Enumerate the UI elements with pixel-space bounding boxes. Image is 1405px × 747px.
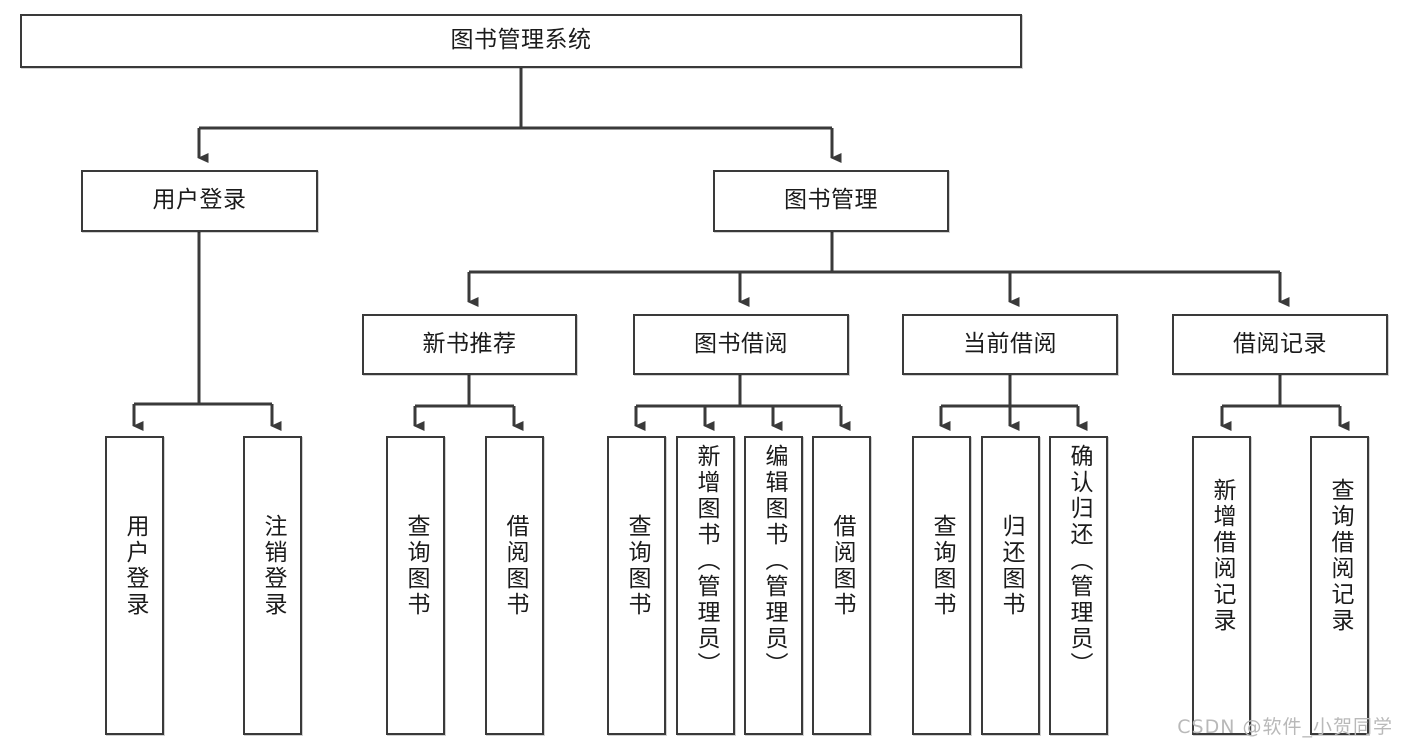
node-label: 借阅图书 [502, 514, 528, 618]
node-label: 编辑图书（管理员） [761, 444, 787, 678]
leaf-logout[interactable]: 注销登录 [243, 436, 302, 735]
leaf-query-borrow-record[interactable]: 查询借阅记录 [1310, 436, 1369, 735]
node-label: 用户登录 [152, 187, 247, 214]
leaf-borrow-book-recommend[interactable]: 借阅图书 [485, 436, 544, 735]
node-book-management[interactable]: 图书管理 [713, 170, 949, 232]
node-new-book-recommend[interactable]: 新书推荐 [362, 314, 577, 375]
leaf-user-login[interactable]: 用户登录 [105, 436, 164, 735]
node-borrow-record[interactable]: 借阅记录 [1172, 314, 1388, 375]
csdn-watermark: CSDN @软件_小贺同学 [1177, 716, 1393, 738]
node-label: 新增图书（管理员） [693, 444, 719, 678]
leaf-query-book-recommend[interactable]: 查询图书 [386, 436, 445, 735]
leaf-add-borrow-record[interactable]: 新增借阅记录 [1192, 436, 1251, 735]
node-label: 借阅图书 [829, 514, 855, 618]
node-label: 查询借阅记录 [1327, 478, 1353, 634]
node-label: 图书管理系统 [450, 27, 592, 54]
node-label: 查询图书 [929, 514, 955, 618]
leaf-query-book-borrow[interactable]: 查询图书 [607, 436, 666, 735]
node-root-book-management-system[interactable]: 图书管理系统 [20, 14, 1022, 68]
leaf-query-book-current[interactable]: 查询图书 [912, 436, 971, 735]
node-label: 查询图书 [403, 514, 429, 618]
node-book-borrow[interactable]: 图书借阅 [633, 314, 849, 375]
node-user-login[interactable]: 用户登录 [81, 170, 318, 232]
leaf-confirm-return-admin[interactable]: 确认归还（管理员） [1049, 436, 1108, 735]
node-label: 用户登录 [122, 514, 148, 618]
leaf-borrow-book[interactable]: 借阅图书 [812, 436, 871, 735]
leaf-return-book[interactable]: 归还图书 [981, 436, 1040, 735]
node-label: 当前借阅 [963, 330, 1057, 357]
node-label: 新书推荐 [422, 330, 517, 357]
node-label: 归还图书 [998, 514, 1024, 618]
node-label: 确认归还（管理员） [1066, 444, 1092, 678]
leaf-add-book-admin[interactable]: 新增图书（管理员） [676, 436, 735, 735]
node-current-borrow[interactable]: 当前借阅 [902, 314, 1118, 375]
leaf-edit-book-admin[interactable]: 编辑图书（管理员） [744, 436, 803, 735]
node-label: 新增借阅记录 [1209, 478, 1235, 634]
node-label: 图书管理 [784, 187, 878, 214]
node-label: 注销登录 [260, 514, 286, 618]
node-label: 图书借阅 [694, 330, 788, 357]
node-label: 借阅记录 [1233, 330, 1327, 357]
node-label: 查询图书 [624, 514, 650, 618]
